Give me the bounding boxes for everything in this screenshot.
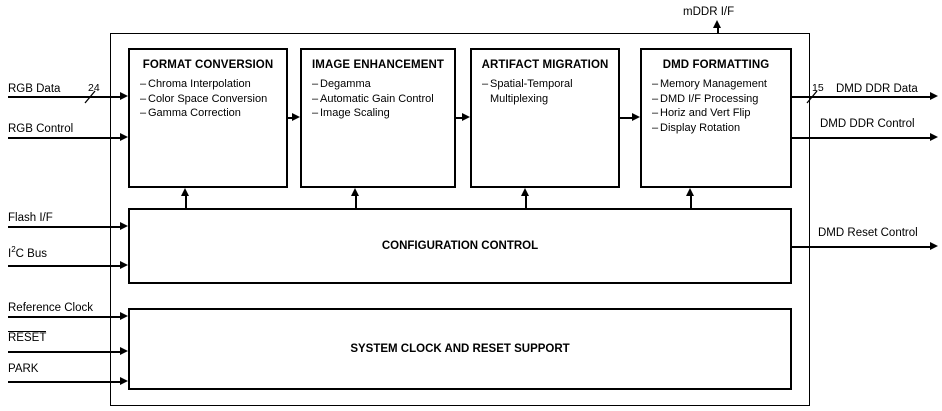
input-arrow-i2c-bus-icon xyxy=(120,261,128,270)
output-arrow-dmd-ddr-data-icon xyxy=(930,92,938,101)
block-item-list: –Chroma Interpolation –Color Space Conve… xyxy=(130,77,286,121)
input-line-flash-if xyxy=(8,226,120,228)
connector-arrow-icon xyxy=(292,113,300,122)
output-line-dmd-ddr-control xyxy=(792,137,932,139)
input-arrow-park-icon xyxy=(120,377,128,386)
config-to-am-line xyxy=(525,196,527,208)
input-line-reference-clock xyxy=(8,316,120,318)
input-arrow-reference-clock-icon xyxy=(120,312,128,321)
input-arrow-rgb-data-icon xyxy=(120,92,128,101)
bus-slash-out-icon xyxy=(806,90,818,104)
input-label-reference-clock: Reference Clock xyxy=(8,302,94,314)
output-line-dmd-ddr-data xyxy=(792,96,932,98)
block-item-list: –Degamma –Automatic Gain Control –Image … xyxy=(302,77,454,121)
block-dmd-formatting[interactable]: DMD FORMATTING –Memory Management –DMD I… xyxy=(640,48,792,188)
input-label-park: PARK xyxy=(8,363,39,375)
block-title: ARTIFACT MIGRATION xyxy=(481,59,609,71)
list-item: –Degamma xyxy=(312,78,371,90)
list-item: –Horiz and Vert Flip xyxy=(652,107,751,119)
top-interface-label: mDDR I/F xyxy=(683,6,735,18)
input-label-flash-if: Flash I/F xyxy=(8,212,53,224)
block-image-enhancement[interactable]: IMAGE ENHANCEMENT –Degamma –Automatic Ga… xyxy=(300,48,456,188)
input-label-reset: RESET xyxy=(8,331,47,344)
connector-ie-am xyxy=(456,117,462,119)
input-line-rgb-data-inner xyxy=(110,96,120,98)
block-system-clock-reset[interactable]: SYSTEM CLOCK AND RESET SUPPORT xyxy=(128,308,792,390)
input-arrow-flash-if-icon xyxy=(120,222,128,231)
config-to-am-arrow-icon xyxy=(521,188,530,196)
output-label-dmd-reset-control: DMD Reset Control xyxy=(818,227,918,239)
connector-am-df xyxy=(620,117,632,119)
block-title: DMD FORMATTING xyxy=(662,59,770,71)
list-item: –Chroma Interpolation xyxy=(140,78,251,90)
config-to-fc-arrow-icon xyxy=(181,188,190,196)
mddr-arrow-up-icon xyxy=(713,20,722,28)
block-title: CONFIGURATION CONTROL xyxy=(381,240,539,252)
block-item-list: –Memory Management –DMD I/F Processing –… xyxy=(642,77,790,135)
list-item: Multiplexing xyxy=(490,92,549,105)
list-item: –DMD I/F Processing xyxy=(652,92,759,105)
list-item: –Memory Management xyxy=(652,78,767,90)
block-title: FORMAT CONVERSION xyxy=(142,59,274,71)
config-to-ie-line xyxy=(355,196,357,208)
block-title: IMAGE ENHANCEMENT xyxy=(311,59,445,71)
i2c-text: I2C Bus xyxy=(8,245,47,260)
output-label-dmd-ddr-data: DMD DDR Data xyxy=(836,83,918,95)
bus-width-dmd-ddr-data: 15 xyxy=(812,82,824,94)
list-item: –Gamma Correction xyxy=(140,107,241,119)
output-line-dmd-reset-control xyxy=(792,246,932,248)
input-line-i2c-bus xyxy=(8,265,120,267)
output-arrow-dmd-reset-control-icon xyxy=(930,242,938,251)
reset-text: RESET xyxy=(8,331,47,344)
connector-arrow-icon xyxy=(462,113,470,122)
bus-width-rgb-data: 24 xyxy=(88,82,100,94)
connector-fc-ie xyxy=(288,117,292,119)
config-to-fc-line xyxy=(185,196,187,208)
input-line-rgb-data xyxy=(8,96,120,98)
block-item-list: –Spatial-Temporal Multiplexing xyxy=(472,77,618,106)
input-line-park xyxy=(8,381,120,383)
config-to-ie-arrow-icon xyxy=(351,188,360,196)
input-line-reset xyxy=(8,351,120,353)
list-item: –Automatic Gain Control xyxy=(312,92,434,105)
output-label-dmd-ddr-control: DMD DDR Control xyxy=(820,118,915,130)
block-artifact-migration[interactable]: ARTIFACT MIGRATION –Spatial-Temporal Mul… xyxy=(470,48,620,188)
list-item: –Image Scaling xyxy=(312,107,390,119)
config-to-df-line xyxy=(690,196,692,208)
block-format-conversion[interactable]: FORMAT CONVERSION –Chroma Interpolation … xyxy=(128,48,288,188)
output-arrow-dmd-ddr-control-icon xyxy=(930,133,938,142)
list-item: –Display Rotation xyxy=(652,121,741,134)
input-line-rgb-control xyxy=(8,137,120,139)
list-item: –Color Space Conversion xyxy=(140,92,268,105)
connector-arrow-icon xyxy=(632,113,640,122)
input-label-rgb-data: RGB Data xyxy=(8,83,61,95)
input-arrow-reset-icon xyxy=(120,347,128,356)
input-label-rgb-control: RGB Control xyxy=(8,123,74,135)
list-item: –Spatial-Temporal xyxy=(482,78,573,90)
input-label-i2c-bus: I2C Bus xyxy=(8,245,47,260)
input-arrow-rgb-control-icon xyxy=(120,133,128,142)
bus-slash-icon xyxy=(84,90,96,104)
block-configuration-control[interactable]: CONFIGURATION CONTROL xyxy=(128,208,792,284)
block-title: SYSTEM CLOCK AND RESET SUPPORT xyxy=(350,343,570,355)
config-to-df-arrow-icon xyxy=(686,188,695,196)
